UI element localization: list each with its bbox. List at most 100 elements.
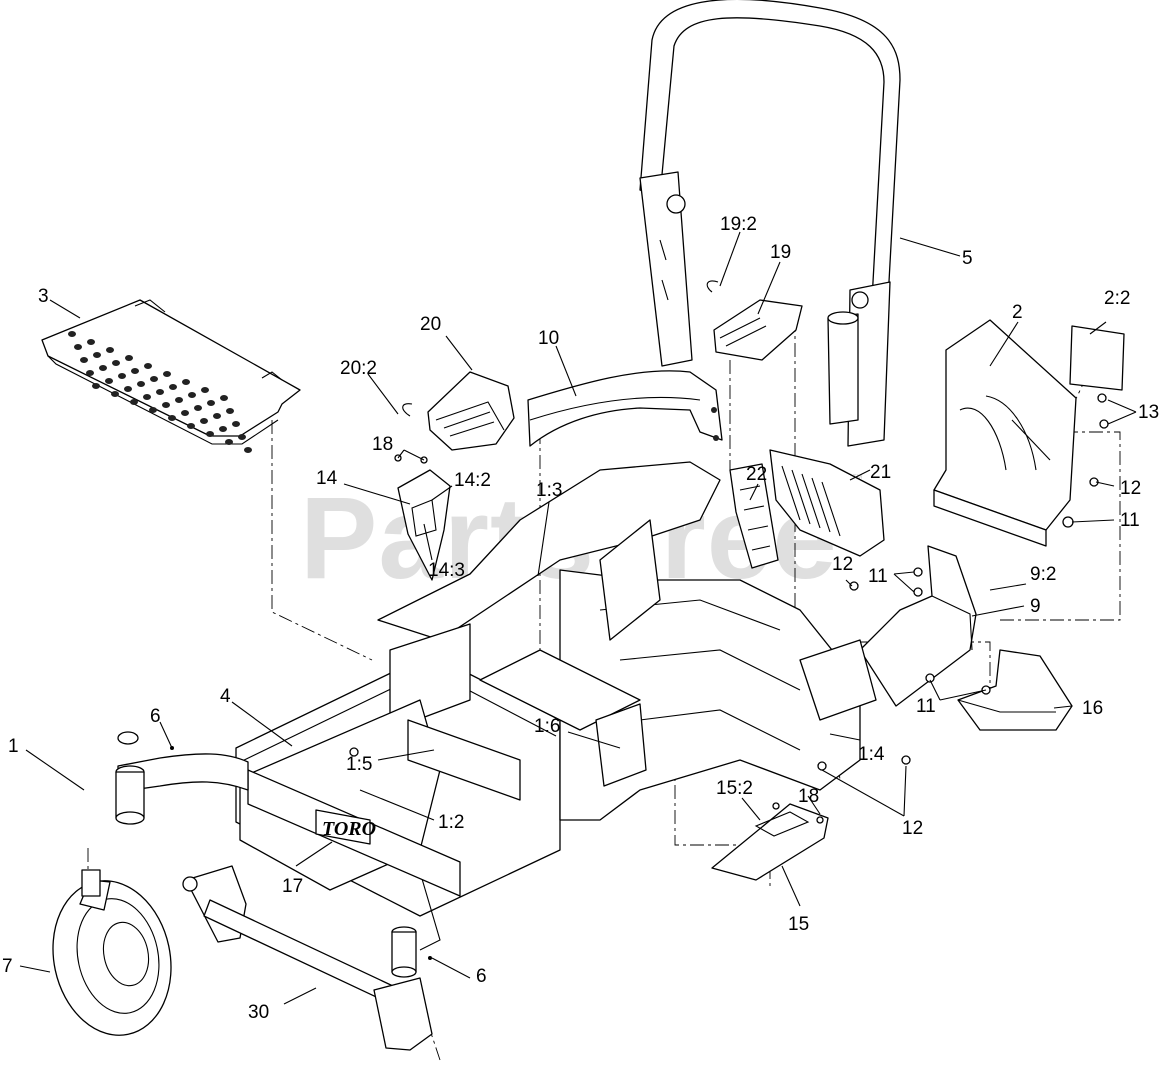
callout-14-3: 14:3 [428,560,465,581]
callout-1-3: 1:3 [536,480,562,501]
callout-11b: 11 [868,566,888,587]
callout-2: 2 [1012,302,1023,323]
plate-hole [105,378,113,384]
callout-1-2: 1:2 [438,812,464,833]
plate-hole [118,373,126,379]
plate-hole [150,376,158,382]
plate-hole [200,418,208,424]
plate-hole [194,405,202,411]
callout-13: 13 [1138,402,1159,423]
callout-15: 15 [788,914,809,935]
callout-12c: 12 [902,818,923,839]
callout-10: 10 [538,328,559,349]
toro-logo: TORO [322,818,376,840]
callout-20-2: 20:2 [340,358,377,379]
plate-hole [106,347,114,353]
plate-hole [80,357,88,363]
callout-18a: 18 [372,434,393,455]
plate-hole [207,400,215,406]
plate-hole [131,368,139,374]
plate-hole [169,384,177,390]
leader-lines [19,231,1137,1005]
callout-16: 16 [1082,698,1103,719]
plate-hole [220,395,228,401]
callout-20: 20 [420,314,441,335]
plate-hole [92,383,100,389]
callout-22: 22 [746,464,767,485]
plate-hole [225,439,233,445]
callout-1-4: 1:4 [858,744,885,765]
callout-19: 19 [770,242,791,263]
plate-hole [168,415,176,421]
grille-22 [729,463,779,569]
plate-hole [244,447,252,453]
cover-15 [711,803,829,881]
callout-1-6: 1:6 [534,716,560,737]
panel-10 [527,370,723,447]
caster-arm [115,731,249,825]
callout-1-5: 1:5 [346,754,372,775]
callout-7: 7 [2,956,13,977]
plate-hole [182,379,190,385]
tray-16 [957,649,1073,731]
plate-hole [93,352,101,358]
plate-hole [201,387,209,393]
callout-19-2: 19:2 [720,214,757,235]
callout-9-2: 9:2 [1030,564,1056,585]
callout-15-2: 15:2 [716,778,753,799]
grille-21 [769,449,885,557]
plate-hole [111,391,119,397]
caster-wheel [52,869,172,1036]
plate-hole [124,386,132,392]
callout-6a: 6 [150,706,161,727]
plate-hole [226,408,234,414]
callout-17: 17 [282,876,303,897]
callout-18b: 18 [798,786,819,807]
plate-hole [213,413,221,419]
bumper-9 [859,545,977,707]
plate-hole [188,392,196,398]
tube-6 [391,926,432,978]
callout-4: 4 [220,686,231,707]
callout-14: 14 [316,468,338,489]
callout-12b: 12 [832,554,853,575]
plate-hole [68,331,76,337]
callout-12a: 12 [1120,478,1141,499]
plate-hole [206,431,214,437]
callout-11a: 11 [1120,510,1140,531]
plate-hole [143,394,151,400]
plate-hole [219,426,227,432]
callout-2-2: 2:2 [1104,288,1130,309]
front-panel-17: TORO [247,769,461,897]
plate-hole [156,389,164,395]
plate-hole [187,423,195,429]
plate-hole [137,381,145,387]
plate-hole [175,397,183,403]
floor-plate [41,299,301,453]
plate-hole [125,355,133,361]
callout-6b: 6 [476,966,487,987]
plate-hole [144,363,152,369]
plate-hole [99,365,107,371]
callout-3: 3 [38,286,49,307]
callout-14-2: 14:2 [454,470,491,491]
plate-hole [149,407,157,413]
plate-hole [74,344,82,350]
callout-9: 9 [1030,596,1041,617]
plate-hole [86,370,94,376]
callout-1: 1 [8,736,19,757]
plate-hole [130,399,138,405]
axle-30 [182,865,433,1051]
callout-labels: 3 1 4 6 7 30 17 1:2 6 1:5 1:6 1:3 14 14:… [2,214,1159,1023]
roll-bar [639,0,901,447]
plate-hole [232,421,240,427]
callout-30: 30 [248,1002,269,1023]
plate-hole [162,402,170,408]
plate-hole [163,371,171,377]
plate-hole [238,434,246,440]
rear-plate [933,319,1077,547]
bracket-20 [402,371,515,451]
callout-21: 21 [870,462,891,483]
decal-2-2 [1069,325,1125,391]
